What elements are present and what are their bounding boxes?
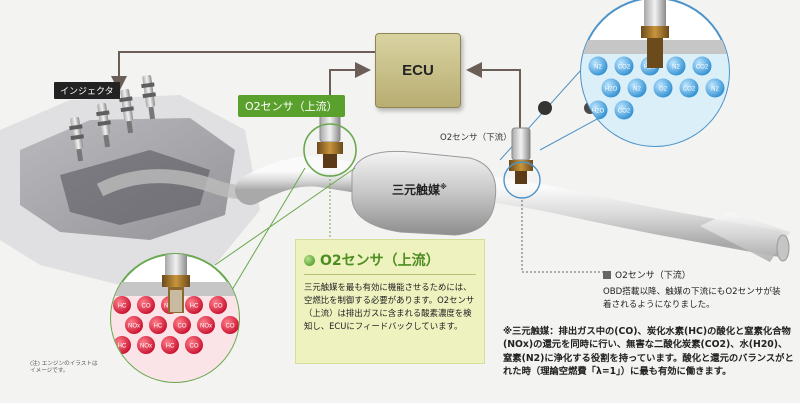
gas-molecule: N2 — [705, 78, 725, 98]
svg-text:CO2: CO2 — [618, 65, 631, 71]
svg-text:N2: N2 — [633, 87, 641, 93]
o2-sensor-downstream — [509, 127, 533, 184]
catalyst-label: 三元触媒※ — [392, 183, 447, 197]
engine-illustration — [0, 95, 284, 285]
svg-text:O2: O2 — [659, 87, 668, 93]
o2-sensor-upstream — [317, 111, 343, 168]
gas-molecule: CO — [137, 296, 155, 314]
gas-molecule: CO2 — [614, 56, 634, 76]
zoom-circle-downstream-gas: N2CO2H2ON2CO2H2ON2O2CO2N2H2OCO2 — [580, 0, 730, 147]
svg-text:NOx: NOx — [140, 344, 152, 350]
svg-text:CO: CO — [214, 304, 223, 310]
svg-text:HC: HC — [118, 304, 127, 310]
sphere-decor — [538, 101, 552, 115]
svg-text:CO: CO — [190, 344, 199, 350]
gas-molecule: HC — [149, 316, 167, 334]
svg-text:NOx: NOx — [200, 324, 212, 330]
gas-molecule: CO2 — [679, 78, 699, 98]
ecu-label: ECU — [402, 62, 434, 79]
bullet-icon — [304, 254, 315, 266]
gas-molecule: NOx — [125, 316, 143, 334]
gas-molecule: CO — [209, 296, 227, 314]
gas-molecule: CO2 — [614, 100, 634, 120]
svg-text:CO2: CO2 — [696, 65, 709, 71]
svg-text:CO: CO — [226, 324, 235, 330]
exhaust-pipe — [235, 156, 790, 262]
gas-molecule: CO — [173, 316, 191, 334]
zoom-circle-upstream-gas: HCCONOxHCCONOxHCCONOxCOHCNOxHCCO — [110, 253, 240, 383]
svg-text:HC: HC — [166, 344, 175, 350]
gas-molecule: NOx — [137, 336, 155, 354]
svg-text:CO: CO — [142, 304, 151, 310]
catalytic-converter — [351, 150, 497, 236]
svg-text:N2: N2 — [711, 87, 719, 93]
gas-molecule: CO — [185, 336, 203, 354]
svg-text:HC: HC — [118, 344, 127, 350]
svg-text:N2: N2 — [594, 65, 602, 71]
o2-upstream-callout: O2センサ（上流） 三元触媒を最も有効に機能させるためには、空燃比を制御する必要… — [295, 239, 485, 364]
gas-molecule: O2 — [653, 78, 673, 98]
gas-molecule: H2O — [601, 78, 621, 98]
svg-text:CO: CO — [178, 324, 187, 330]
injector-label: インジェクタ — [54, 82, 120, 99]
svg-text:H2O: H2O — [605, 87, 618, 93]
gas-molecule: HC — [113, 336, 131, 354]
gas-molecule: N2 — [666, 56, 686, 76]
footnote: (注) エンジンのイラストはイメージです。 — [30, 361, 98, 375]
zoom-lines — [214, 167, 356, 291]
injectors — [69, 75, 156, 162]
gas-molecule: HC — [185, 296, 203, 314]
catalyst-note: ※三元触媒：排出ガス中の(CO)、炭化水素(HC)の酸化と窒素化合物(NOx)の… — [503, 326, 794, 378]
ecu-box: ECU — [375, 33, 461, 108]
gas-molecule: CO2 — [692, 56, 712, 76]
leader-lines-grey — [521, 200, 606, 273]
gas-molecule: NOx — [197, 316, 215, 334]
downstream-body: OBD搭載以降、触媒の下流にもO2センサが装着されるようになりました。 — [603, 287, 781, 310]
gas-molecule: HC — [113, 296, 131, 314]
svg-text:NOx: NOx — [128, 324, 140, 330]
svg-text:CO2: CO2 — [683, 87, 696, 93]
gas-molecule: N2 — [588, 56, 608, 76]
gas-molecule: HC — [161, 336, 179, 354]
zoom-ring-upstream — [303, 123, 357, 177]
o2-upstream-label: O2センサ（上流） — [238, 95, 345, 117]
svg-text:HC: HC — [154, 324, 163, 330]
svg-text:N2: N2 — [672, 65, 680, 71]
o2-downstream-label: O2センサ（下流） — [440, 133, 512, 143]
zoom-ring-downstream — [503, 161, 541, 199]
gas-molecule: CO — [221, 316, 239, 334]
svg-text:HC: HC — [190, 304, 199, 310]
callout-title: O2センサ（上流） — [304, 250, 476, 275]
downstream-title: O2センサ（下流） — [603, 268, 691, 281]
svg-text:H2O: H2O — [592, 109, 605, 115]
svg-text:CO2: CO2 — [618, 109, 631, 115]
callout-body: 三元触媒を最も有効に機能させるためには、空燃比を制御する必要があります。O2セン… — [304, 282, 475, 332]
gas-molecule: N2 — [627, 78, 647, 98]
square-bullet-icon — [603, 270, 611, 279]
